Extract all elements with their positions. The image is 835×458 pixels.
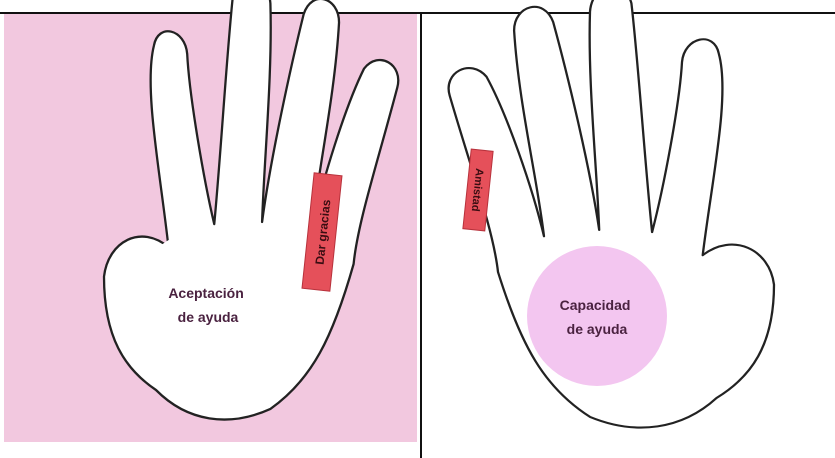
right-center-line-1: Capacidad bbox=[560, 297, 631, 313]
right-center-circle bbox=[527, 246, 667, 386]
left-center-line-1: Aceptación bbox=[168, 285, 243, 301]
left-center-line-2: de ayuda bbox=[178, 309, 239, 325]
left-center-circle bbox=[132, 229, 284, 381]
right-center-line-2: de ayuda bbox=[567, 321, 628, 337]
